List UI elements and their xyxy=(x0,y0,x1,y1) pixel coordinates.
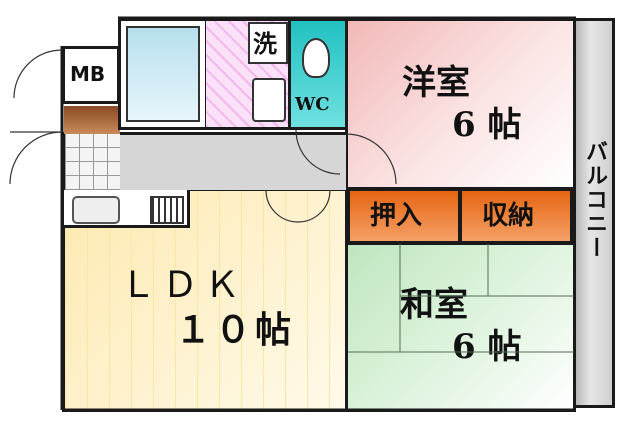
storage-label: 収納 xyxy=(482,201,535,231)
sink-icon xyxy=(72,196,120,224)
washbasin-icon xyxy=(252,78,286,122)
western-room-label: 洋室 xyxy=(402,63,470,103)
toilet-icon xyxy=(302,38,330,78)
bathtub-icon xyxy=(126,26,200,122)
mb-label: MB xyxy=(70,62,106,86)
balcony xyxy=(573,18,615,408)
wc-label: WC xyxy=(295,94,330,115)
japanese-room-label: 和室 xyxy=(400,285,468,325)
washer-box xyxy=(248,22,288,64)
washroom-label: 洗 xyxy=(253,29,277,58)
ldk-size: １０帖 xyxy=(175,309,296,351)
balcony-label: バルコニー xyxy=(582,140,607,260)
oshiire-label: 押入 xyxy=(370,201,423,231)
ldk-label: ＬＤＫ xyxy=(120,265,247,306)
stove-icon xyxy=(150,196,184,224)
western-room-size: 6 帖 xyxy=(452,105,522,145)
shoe-cabinet xyxy=(64,106,120,134)
japanese-room-size: 6 帖 xyxy=(452,327,522,367)
